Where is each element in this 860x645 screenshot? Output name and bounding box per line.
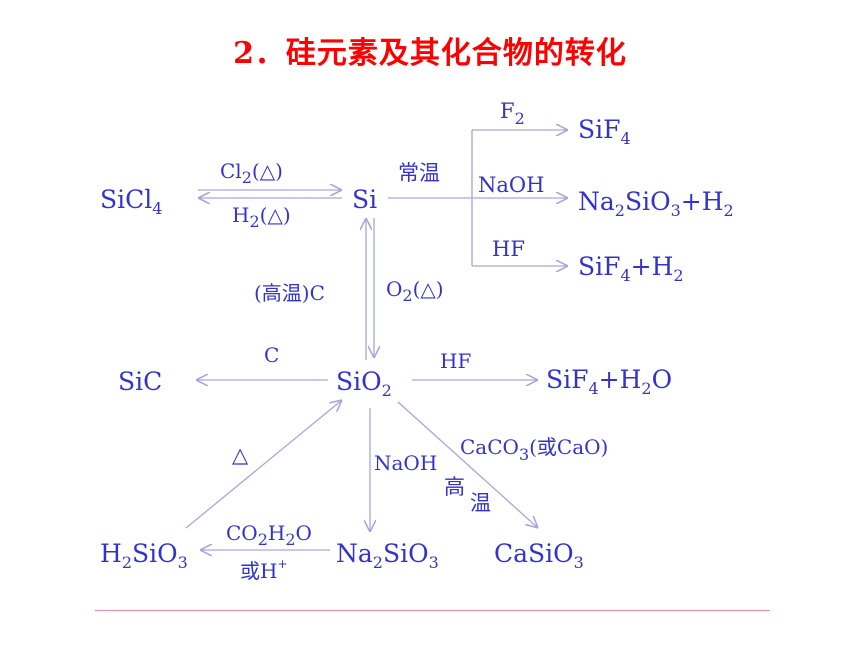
label-caco3: CaCO3(或CaO) xyxy=(460,435,608,464)
label-room-temp: 常温 xyxy=(398,161,440,185)
label-c: C xyxy=(264,343,279,367)
label-o2-heat: O2(△) xyxy=(386,277,444,305)
label-co2h2o: CO2H2O xyxy=(226,521,312,549)
node-sio2: SiO2 xyxy=(336,367,392,400)
label-hf-mid: HF xyxy=(440,349,471,373)
label-heat: △ xyxy=(232,443,249,467)
label-or-h: 或H+ xyxy=(240,557,288,583)
label-h2-heat: H2(△) xyxy=(232,203,291,231)
node-sic: SiC xyxy=(118,367,162,396)
label-naoh-top: NaOH xyxy=(478,173,544,197)
arrow-h2sio3-to-sio2 xyxy=(185,400,342,529)
node-casio3: CaSiO3 xyxy=(494,539,584,572)
node-si: Si xyxy=(352,185,377,214)
label-cl2-heat: Cl2(△) xyxy=(220,159,283,187)
node-sif4: SiF4 xyxy=(578,115,631,148)
arrow-sio2-to-casio3 xyxy=(397,401,538,528)
node-sicl4: SiCl4 xyxy=(100,185,162,218)
label-high-temp-2: 温 xyxy=(470,491,491,515)
node-sif4-h2o: SiF4+H2O xyxy=(546,365,672,398)
node-h2sio3: H2SiO3 xyxy=(100,539,188,572)
page-title: 2．硅元素及其化合物的转化 xyxy=(233,36,627,71)
node-na2sio3-h2: Na2SiO3+H2 xyxy=(578,187,734,220)
footer-divider xyxy=(95,610,770,611)
node-na2sio3: Na2SiO3 xyxy=(336,539,439,572)
label-high-temp-c: (高温)C xyxy=(254,281,325,305)
label-high-temp-1: 高 xyxy=(444,475,465,499)
node-sif4-h2: SiF4+H2 xyxy=(578,252,684,285)
label-naoh-bottom: NaOH xyxy=(374,451,437,475)
label-f2: F2 xyxy=(500,99,525,128)
label-hf-top: HF xyxy=(492,237,525,261)
